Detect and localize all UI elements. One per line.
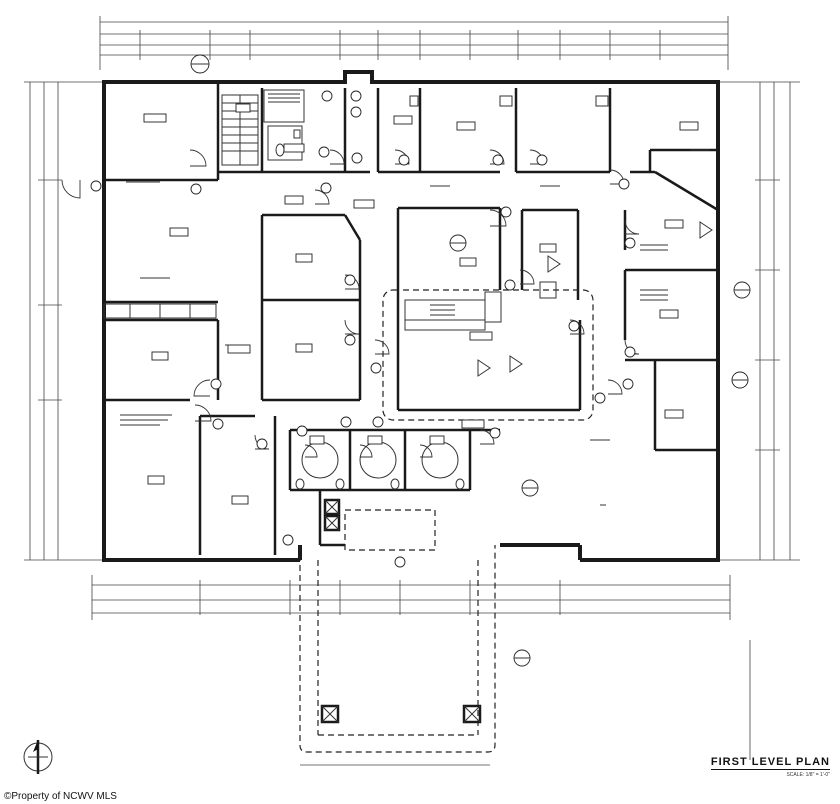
- plan-title: FIRST LEVEL PLAN: [710, 756, 830, 770]
- top-dimension-lines: [99, 16, 729, 70]
- casework: [103, 291, 502, 331]
- canopy-columns: [320, 498, 482, 724]
- bottom-dimension-lines: [91, 575, 751, 766]
- door-tags: [90, 90, 636, 568]
- plan-scale: SCALE: 1/8" = 1'-0": [786, 772, 830, 778]
- annotation-marks: [120, 149, 710, 506]
- stair: [221, 89, 305, 166]
- watermark: ©Property of NCWV MLS: [4, 791, 117, 802]
- room-tags: [143, 103, 699, 505]
- title-block: FIRST LEVEL PLAN SCALE: 1/8" = 1'-0": [710, 756, 830, 778]
- dashed-outlines: [299, 289, 594, 753]
- section-marker-icon: [190, 54, 751, 667]
- interior-walls: [104, 82, 719, 555]
- north-arrow-icon: [23, 740, 53, 774]
- side-dimension-lines: [24, 81, 800, 561]
